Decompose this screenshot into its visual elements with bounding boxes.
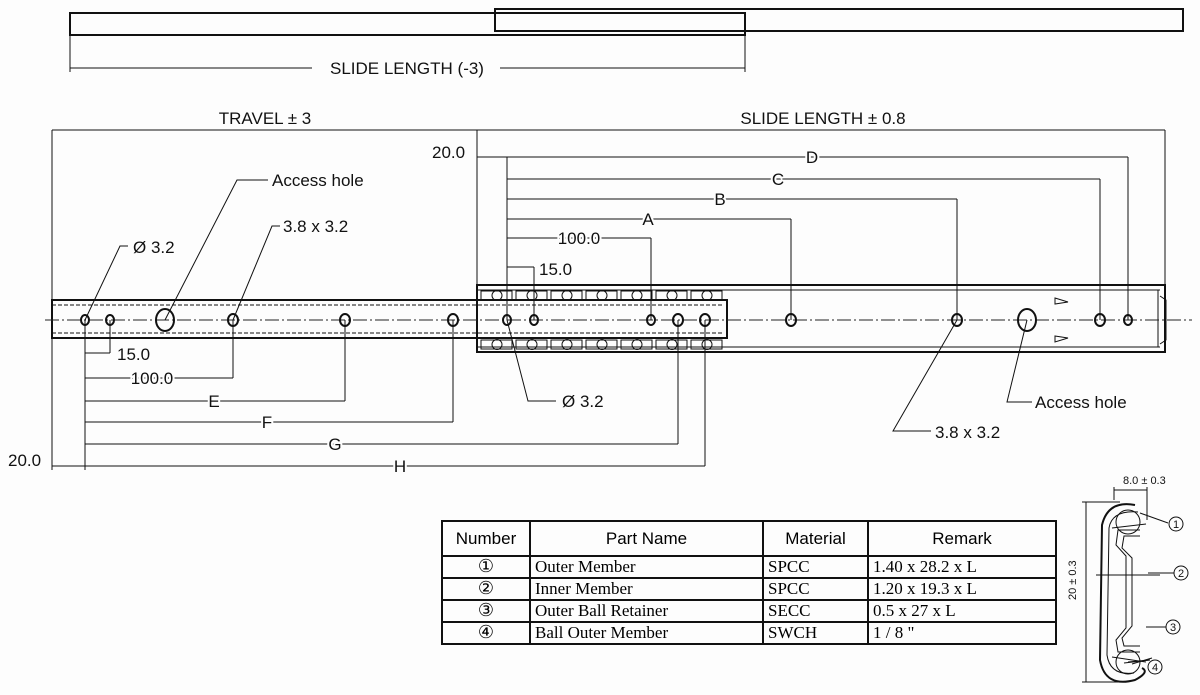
ball-icon	[550, 290, 583, 301]
cell-remark: 1.20 x 19.3 x L	[867, 577, 1057, 601]
header-material: Material	[762, 520, 869, 557]
cell-number: ④	[441, 621, 531, 645]
ball-icon	[585, 339, 618, 350]
hole-icon	[785, 313, 797, 327]
callout-4: 4	[1152, 662, 1158, 674]
dim-H: H	[394, 457, 406, 476]
table-row: ③ Outer Ball Retainer SECC 0.5 x 27 x L	[441, 599, 1057, 623]
offset-bottom: 20.0	[8, 451, 41, 470]
ball-icon	[631, 339, 643, 350]
slide-length-label: SLIDE LENGTH ± 0.8	[740, 109, 905, 128]
access-hole-left: Access hole	[272, 171, 364, 190]
ball-icon	[596, 339, 608, 350]
hole-dia-left: Ø 3.2	[133, 238, 175, 257]
cell-number: ②	[441, 577, 531, 601]
inner-member	[51, 299, 728, 339]
dim-B: B	[714, 190, 725, 209]
ball-icon	[561, 339, 573, 350]
hole-icon	[529, 314, 539, 326]
cell-number: ③	[441, 599, 531, 623]
hole-icon	[1094, 313, 1106, 327]
cell-number: ①	[441, 555, 531, 579]
outer-member	[476, 284, 1166, 353]
dim-C: C	[772, 170, 784, 189]
cell-material: SPCC	[762, 577, 869, 601]
ball-icon	[690, 290, 723, 301]
ball-icon	[655, 290, 688, 301]
hole-icon	[646, 314, 656, 326]
ball-icon	[526, 339, 538, 350]
ball-icon	[515, 290, 548, 301]
dim-100-top: 100.0	[558, 229, 601, 248]
dim-15-bottom: 15.0	[117, 345, 150, 364]
ball-icon	[480, 339, 513, 350]
ball-icon	[620, 339, 653, 350]
dim-A: A	[642, 210, 654, 229]
table-row: ④ Ball Outer Member SWCH 1 / 8 "	[441, 621, 1057, 645]
slot-right: 3.8 x 3.2	[935, 423, 1000, 442]
cell-remark: 0.5 x 27 x L	[867, 599, 1057, 623]
hole-icon	[951, 313, 963, 327]
cell-part: Outer Ball Retainer	[529, 599, 764, 623]
callout-2: 2	[1178, 568, 1184, 580]
ball-icon	[655, 339, 688, 350]
slide-length-top-label: SLIDE LENGTH (-3)	[330, 59, 484, 78]
ball-icon	[491, 339, 503, 350]
offset-top: 20.0	[432, 143, 465, 162]
inner-member-top-outline	[69, 12, 746, 36]
cell-remark: 1.40 x 28.2 x L	[867, 555, 1057, 579]
dim-D: D	[806, 148, 818, 167]
ball-retainer	[480, 290, 723, 350]
ball-icon	[690, 339, 723, 350]
header-remark: Remark	[867, 520, 1057, 557]
dim-G: G	[328, 435, 341, 454]
cell-part: Ball Outer Member	[529, 621, 764, 645]
dim-F: F	[262, 413, 272, 432]
cell-material: SWCH	[762, 621, 869, 645]
hole-dia-mid: Ø 3.2	[562, 392, 604, 411]
header-part-name: Part Name	[529, 520, 764, 557]
ball-icon	[515, 339, 548, 350]
ball-icon	[701, 339, 713, 350]
table-header-row: Number Part Name Material Remark	[441, 520, 1057, 557]
ball-icon	[585, 290, 618, 301]
outer-member-top-outline	[494, 8, 1184, 32]
cell-part: Outer Member	[529, 555, 764, 579]
dim-15-top: 15.0	[539, 260, 572, 279]
section-height-label: 20 ± 0.3	[1067, 560, 1079, 600]
cell-material: SPCC	[762, 555, 869, 579]
travel-label: TRAVEL ± 3	[219, 109, 311, 128]
header-number: Number	[441, 520, 531, 557]
hole-icon	[502, 314, 512, 326]
table-row: ① Outer Member SPCC 1.40 x 28.2 x L	[441, 555, 1057, 579]
access-hole-right: Access hole	[1035, 393, 1127, 412]
section-width-label: 8.0 ± 0.3	[1123, 475, 1166, 487]
ball-icon	[620, 290, 653, 301]
hole-icon	[1017, 308, 1037, 332]
cell-material: SECC	[762, 599, 869, 623]
main-view: TRAVEL ± 3 SLIDE LENGTH ± 0.8 20.0 D C B…	[8, 109, 1192, 478]
hole-icon	[155, 308, 175, 332]
ball-icon	[550, 339, 583, 350]
cell-remark: 1 / 8 "	[867, 621, 1057, 645]
callout-3: 3	[1170, 622, 1176, 634]
table-row: ② Inner Member SPCC 1.20 x 19.3 x L	[441, 577, 1057, 601]
hole-icon	[1123, 314, 1133, 326]
dim-100-bottom: 100.0	[131, 369, 174, 388]
cross-section: 8.0 ± 0.3 20 ± 0.3 1 2 3 4	[1067, 475, 1189, 683]
slot-left: 3.8 x 3.2	[283, 217, 348, 236]
dim-E: E	[208, 392, 219, 411]
callout-1: 1	[1173, 519, 1179, 531]
cell-part: Inner Member	[529, 577, 764, 601]
top-view: SLIDE LENGTH (-3)	[69, 8, 1184, 78]
ball-icon	[666, 339, 678, 350]
parts-table: Number Part Name Material Remark ① Outer…	[441, 520, 1057, 645]
